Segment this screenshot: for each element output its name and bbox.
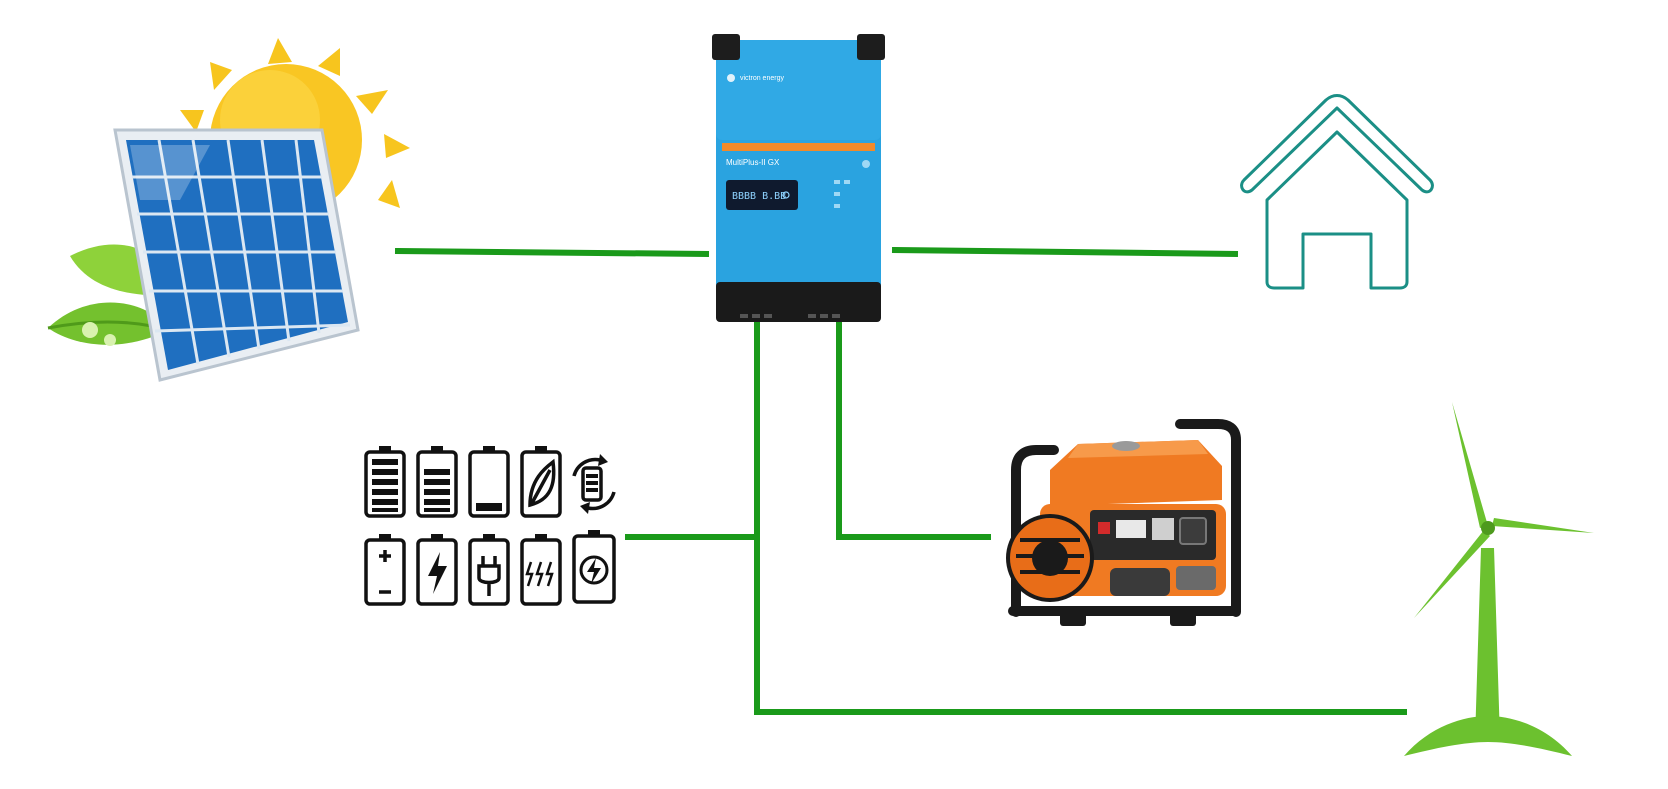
battery-triple-bolt-icon (520, 534, 562, 606)
wind-turbine-hub (1481, 521, 1495, 535)
inverter-lcd-readout: BBBB B.BB (732, 191, 786, 202)
inverter-terminal-block (716, 282, 881, 322)
inverter-charger-icon: victron energy MultiPlus-II GX BBBB B.BB (712, 34, 885, 322)
solar-panel (113, 128, 360, 382)
battery-low-icon (468, 446, 510, 518)
wire-inverter-generator (836, 319, 991, 540)
house-roof-outer (1240, 94, 1434, 194)
inverter-lcd (726, 180, 798, 210)
wind-turbine-tower (1475, 548, 1500, 740)
sun-rays (180, 38, 410, 208)
inverter-brand: victron energy (740, 75, 784, 82)
battery-high-icon (416, 446, 458, 518)
wind-turbine-base (1404, 716, 1572, 756)
battery-charging-bolt-icon (416, 534, 458, 606)
battery-plus-minus-icon (364, 534, 406, 606)
house-body (1265, 130, 1409, 290)
battery-eco-leaf-icon (520, 446, 562, 518)
wind-turbine-blade-up (1452, 402, 1488, 528)
wires (394, 246, 1407, 715)
generator-icon (1006, 419, 1241, 626)
generator-frame (1011, 419, 1241, 617)
battery-full-icon (364, 446, 406, 518)
wire-inverter-house (891, 246, 1239, 258)
battery-icons-grid (364, 446, 616, 606)
wire-solar-inverter (394, 247, 710, 258)
inverter-model: MultiPlus-II GX (726, 158, 780, 167)
solar-panel-with-sun-icon (47, 38, 410, 382)
house-icon (1240, 94, 1434, 290)
battery-plug-icon (468, 534, 510, 606)
inverter-stripe (722, 143, 875, 151)
wind-turbine-blade-right (1492, 518, 1594, 533)
battery-recycle-icon (572, 454, 616, 514)
battery-cycle-bolt-icon (572, 530, 616, 604)
wind-turbine-icon (1404, 402, 1594, 756)
wind-turbine-blade-left (1414, 530, 1490, 618)
wire-inverter-battery-wind (754, 319, 1407, 715)
